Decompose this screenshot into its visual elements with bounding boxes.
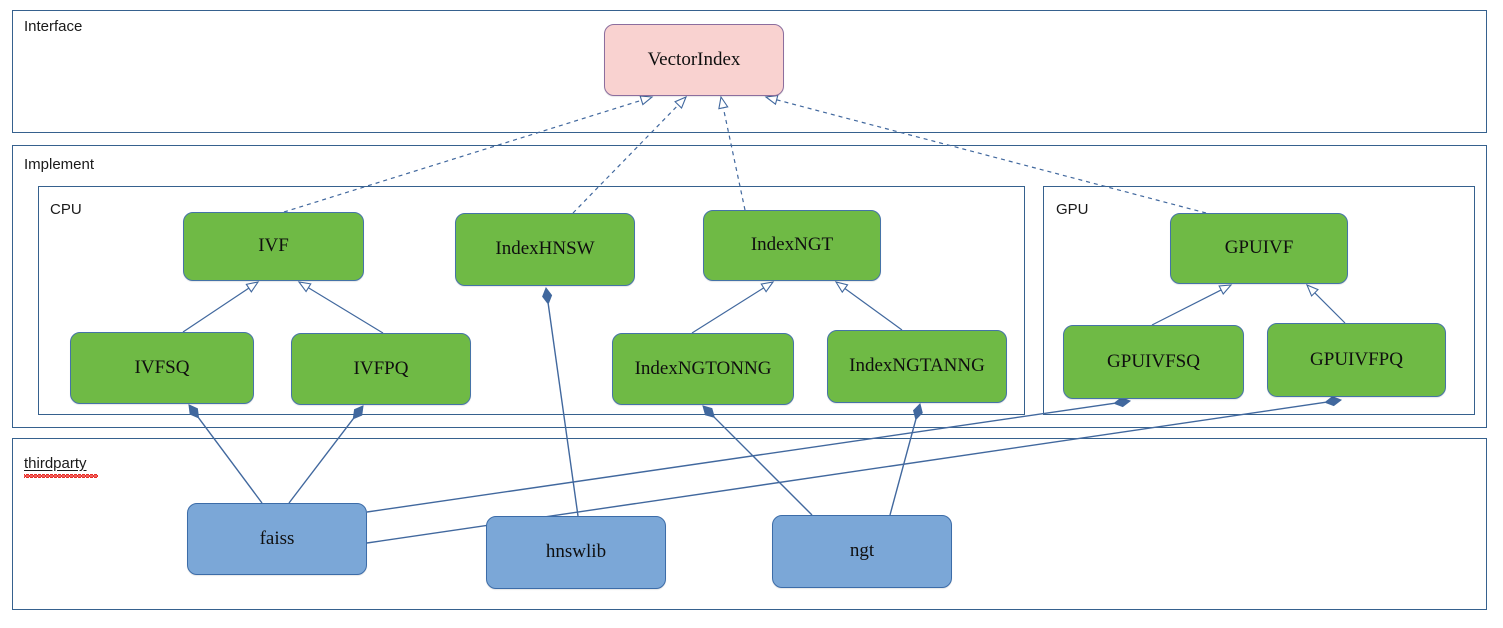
- node-ngt[interactable]: ngt: [772, 515, 952, 588]
- node-gpuivfpq[interactable]: GPUIVFPQ: [1267, 323, 1446, 397]
- container-label-gpu: GPU: [1056, 201, 1089, 218]
- container-label-interface: Interface: [24, 18, 83, 35]
- node-label-gpuivfpq: GPUIVFPQ: [1310, 348, 1403, 370]
- node-indexngtanng[interactable]: IndexNGTANNG: [827, 330, 1007, 403]
- container-label-thirdparty: thirdparty: [24, 455, 87, 472]
- node-label-faiss: faiss: [259, 527, 295, 549]
- node-indexngt[interactable]: IndexNGT: [703, 210, 881, 281]
- node-ivf[interactable]: IVF: [183, 212, 364, 281]
- node-ivfsq[interactable]: IVFSQ: [70, 332, 254, 404]
- node-label-gpuivf: GPUIVF: [1224, 237, 1294, 259]
- node-label-hnswlib: hnswlib: [545, 541, 607, 563]
- node-indexhnsw[interactable]: IndexHNSW: [455, 213, 635, 286]
- node-faiss[interactable]: faiss: [187, 503, 367, 575]
- node-label-ngt: ngt: [849, 540, 875, 562]
- node-gpuivf[interactable]: GPUIVF: [1170, 213, 1348, 284]
- node-label-vectorindex: VectorIndex: [647, 48, 741, 70]
- node-label-ivfpq: IVFPQ: [353, 357, 409, 379]
- container-label-implement: Implement: [24, 156, 95, 173]
- node-label-indexngt: IndexNGT: [750, 234, 834, 256]
- node-hnswlib[interactable]: hnswlib: [486, 516, 666, 589]
- node-label-gpuivfsq: GPUIVFSQ: [1107, 350, 1200, 372]
- container-interface: [12, 10, 1487, 133]
- spellcheck-underline-thirdparty: [24, 474, 98, 478]
- node-label-indexngtanng: IndexNGTANNG: [849, 355, 985, 377]
- node-vectorindex[interactable]: VectorIndex: [604, 24, 784, 96]
- node-indexngtonng[interactable]: IndexNGTONNG: [612, 333, 794, 405]
- node-label-ivf: IVF: [258, 235, 289, 257]
- node-gpuivfsq[interactable]: GPUIVFSQ: [1063, 325, 1244, 399]
- container-label-cpu: CPU: [50, 201, 82, 218]
- node-label-indexhnsw: IndexHNSW: [495, 238, 595, 260]
- node-ivfpq[interactable]: IVFPQ: [291, 333, 471, 405]
- node-label-indexngtonng: IndexNGTONNG: [634, 357, 772, 379]
- node-label-ivfsq: IVFSQ: [134, 356, 190, 378]
